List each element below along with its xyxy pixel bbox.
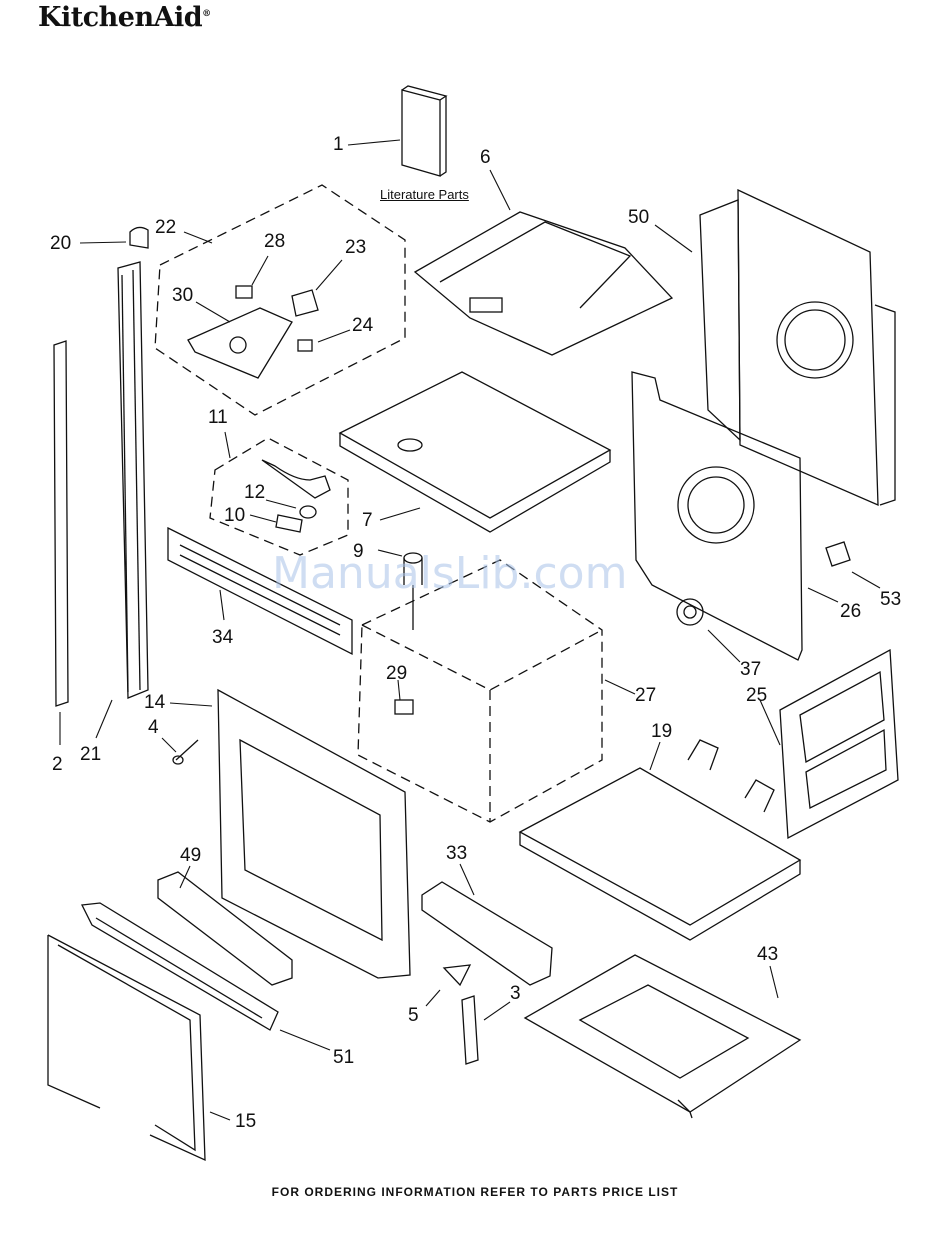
part-53-clip [826, 542, 850, 566]
part-19-shelf [520, 740, 800, 940]
callout-6: 6 [480, 148, 491, 167]
callout-24: 24 [352, 316, 373, 335]
callout-22: 22 [155, 218, 176, 237]
callout-26: 26 [840, 602, 861, 621]
callout-20: 20 [50, 234, 71, 253]
part-4-screw [173, 740, 198, 764]
callout-28: 28 [264, 232, 285, 251]
callout-21: 21 [80, 745, 101, 764]
part-50-rear-panel [700, 190, 895, 505]
part-28-switch [236, 286, 252, 298]
part-33-rail [422, 882, 552, 985]
callout-53: 53 [880, 590, 901, 609]
watermark: ManualsLib.com [272, 548, 627, 599]
part-21-side-trim [118, 262, 148, 698]
callout-23: 23 [345, 238, 366, 257]
callout-51: 51 [333, 1048, 354, 1067]
callout-34: 34 [212, 628, 233, 647]
callout-3: 3 [510, 984, 521, 1003]
part-1-literature-book [402, 86, 446, 176]
part-26-side-panel [632, 372, 802, 660]
part-5-plate [444, 965, 470, 985]
part-20-clip [130, 227, 148, 248]
callout-50: 50 [628, 208, 649, 227]
callout-15: 15 [235, 1112, 256, 1131]
literature-parts-label: Literature Parts [380, 187, 469, 202]
callout-7: 7 [362, 511, 373, 530]
part-6-top-panel [415, 212, 672, 355]
callout-33: 33 [446, 844, 467, 863]
callout-29: 29 [386, 664, 407, 683]
callout-4: 4 [148, 718, 159, 737]
callout-30: 30 [172, 286, 193, 305]
part-25-panel [780, 650, 898, 838]
part-29-element [395, 700, 413, 714]
part-2-trim-strip [54, 341, 68, 706]
callout-10: 10 [224, 506, 245, 525]
part-3-bracket [462, 996, 478, 1064]
callout-11: 11 [208, 408, 228, 427]
part-30-control-bracket [188, 308, 292, 378]
callout-9: 9 [353, 542, 364, 561]
callout-19: 19 [651, 722, 672, 741]
part-43-bottom-tray [525, 955, 800, 1118]
callout-37: 37 [740, 660, 761, 679]
part-23-relay [292, 290, 318, 316]
callout-25: 25 [746, 686, 767, 705]
part-7-oven-top [340, 372, 610, 532]
part-37-gasket [677, 599, 703, 625]
callout-49: 49 [180, 846, 201, 865]
part-27-oven-cavity [358, 560, 602, 822]
part-24-connector [298, 340, 312, 351]
callout-12: 12 [244, 483, 265, 502]
part-11-light-box [210, 438, 348, 555]
part-14-front-frame [218, 690, 410, 978]
ordering-footer: FOR ORDERING INFORMATION REFER TO PARTS … [0, 1185, 950, 1199]
callout-2: 2 [52, 755, 63, 774]
part-12-bulb [300, 506, 316, 518]
callout-43: 43 [757, 945, 778, 964]
callout-27: 27 [635, 686, 656, 705]
callout-1: 1 [333, 135, 344, 154]
part-10-lens [276, 515, 302, 532]
callout-14: 14 [144, 693, 165, 712]
callout-5: 5 [408, 1006, 419, 1025]
